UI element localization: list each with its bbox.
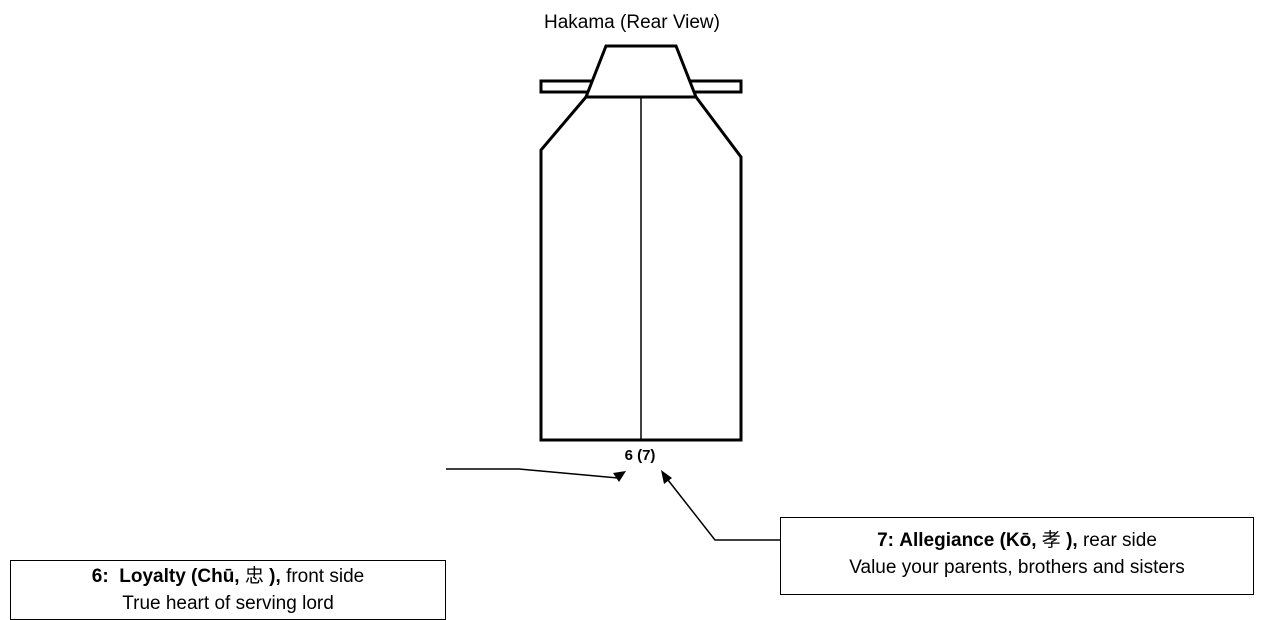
loyalty-number: 6: [91,566,109,587]
diagram-title: Hakama (Rear View) [544,12,720,33]
hakama-koshi-ita [583,44,699,99]
allegiance-callout-box: 7: Allegiance (Kō, 孝 ), rear side Value … [780,517,1254,595]
loyalty-name: Loyalty (Chū, [119,566,240,587]
allegiance-description: Value your parents, brothers and sisters [849,557,1185,578]
allegiance-name: Allegiance (Kō, [899,530,1037,551]
allegiance-number: 7: [877,530,894,551]
allegiance-side: rear side [1082,530,1157,551]
allegiance-arrowhead [661,470,672,484]
loyalty-close: ), [269,566,281,587]
loyalty-side: front side [286,566,365,587]
loyalty-heading: 6: Loyalty (Chū, 忠 ), front side [11,563,445,590]
loyalty-callout-box: 6: Loyalty (Chū, 忠 ), front side True he… [10,560,446,620]
center-point-label: 6 (7) [624,447,656,464]
loyalty-description: True heart of serving lord [122,593,334,614]
loyalty-leader-line [446,468,619,479]
allegiance-leader-line [667,479,780,541]
allegiance-kanji: 孝 [1041,529,1061,551]
allegiance-close: ), [1066,530,1078,551]
loyalty-kanji: 忠 [244,565,264,587]
allegiance-heading: 7: Allegiance (Kō, 孝 ), rear side [781,527,1253,554]
loyalty-arrowhead [613,471,626,482]
